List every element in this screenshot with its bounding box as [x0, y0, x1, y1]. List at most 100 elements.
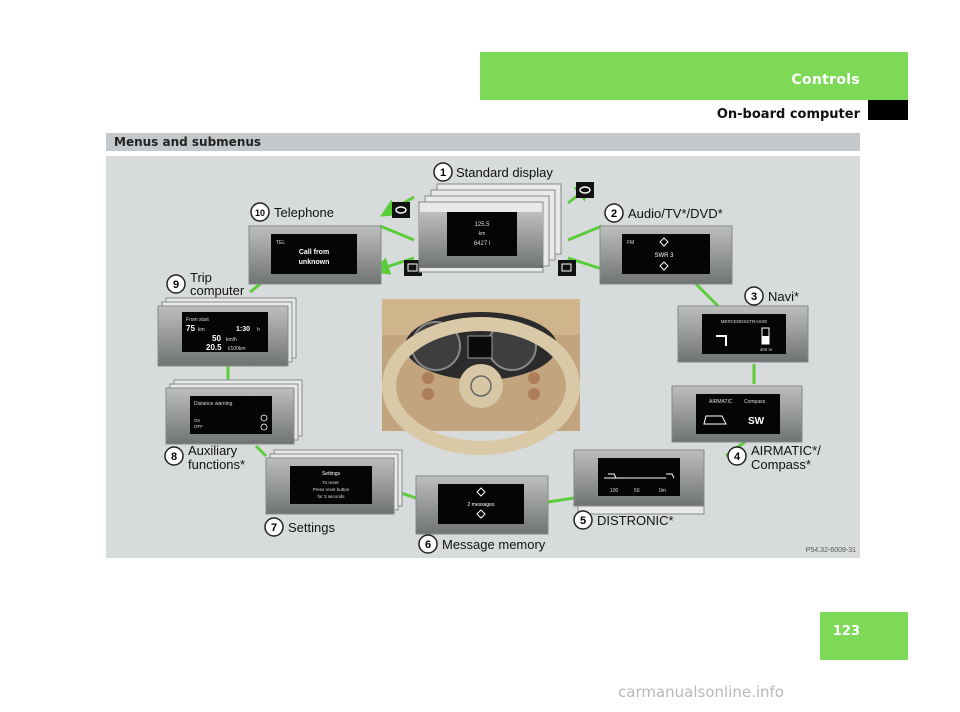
message-screen-text: 2 messages: [468, 502, 495, 508]
steering-control-button: [422, 388, 434, 400]
figure-code: P54.32-6009-31: [806, 547, 856, 554]
svg-text:DISTRONIC*: DISTRONIC*: [597, 513, 674, 528]
steering-wheel-photo: [382, 299, 580, 455]
telephone-screen-tag: TEL: [276, 240, 285, 246]
svg-text:Telephone: Telephone: [274, 205, 334, 220]
auxiliary-screen-on: On: [194, 418, 201, 423]
svg-text:functions*: functions*: [188, 457, 245, 472]
svg-text:Compass*: Compass*: [751, 457, 811, 472]
header-section-label: Controls: [791, 72, 860, 88]
menu-labels: 1 Standard display 2 Audio/TV*/DVD* 3 Na…: [164, 162, 821, 554]
page-number-box: 123: [820, 612, 908, 660]
distronic-tick-2: 0m: [659, 488, 666, 494]
up-arrow-icon: [476, 487, 486, 497]
down-arrow-icon: [476, 509, 486, 519]
settings-screen-line1: To reset:: [322, 480, 339, 485]
settings-screen-title: Settings: [322, 471, 341, 477]
standard-screen-line1: 125.5: [474, 222, 490, 228]
minus-icon: [260, 423, 268, 431]
distronic-cluster: 100 50 0m: [573, 449, 705, 515]
page-number: 123: [832, 624, 860, 639]
menu-label-2: 2 Audio/TV*/DVD*: [604, 203, 723, 223]
airmatic-screen-heading: SW: [748, 416, 765, 427]
svg-text:7: 7: [271, 522, 277, 534]
menu-label-10: 10 Telephone: [250, 202, 334, 222]
settings-screen-line2: Press reset button: [313, 487, 350, 492]
mercedes-star-icon: [470, 375, 492, 397]
svg-text:Auxiliary: Auxiliary: [188, 443, 238, 458]
navi-screen-street: MERCEDESSTRASSE: [721, 319, 768, 324]
svg-text:4: 4: [734, 451, 741, 463]
trip-screen-time: 1:30: [236, 326, 250, 333]
trip-screen-distance: 75: [186, 324, 195, 333]
airmatic-screen-right: Compass: [744, 399, 766, 405]
turn-left-icon: [716, 335, 727, 346]
svg-text:AIRMATIC*/: AIRMATIC*/: [751, 443, 821, 458]
svg-text:Audio/TV*/DVD*: Audio/TV*/DVD*: [628, 206, 723, 221]
audio-screen-station: SWR 3: [654, 253, 674, 259]
section-title: Menus and submenus: [114, 135, 262, 149]
svg-text:2: 2: [611, 208, 617, 220]
menu-label-4: 4 AIRMATIC*/ Compass*: [727, 443, 821, 472]
distronic-tick-0: 100: [610, 488, 619, 494]
audio-screen-tag: FM: [627, 240, 634, 246]
svg-text:9: 9: [173, 279, 179, 291]
section-title-bar: Menus and submenus: [106, 133, 860, 151]
telephone-screen-line2: unknown: [299, 259, 330, 266]
navi-screen-distance: 400 m: [760, 347, 773, 352]
watermark: carmanualsonline.info: [618, 683, 784, 701]
svg-text:Trip: Trip: [190, 270, 212, 285]
distronic-tick-1: 50: [634, 488, 640, 494]
header-marker: [868, 100, 908, 120]
menu-label-6: 6 Message memory: [418, 534, 546, 554]
rotate-icon: [576, 182, 594, 198]
trip-screen-consumption: 20.5: [206, 343, 222, 352]
steering-control-button: [422, 372, 434, 384]
svg-text:10: 10: [255, 208, 265, 218]
svg-text:computer: computer: [190, 283, 245, 298]
telephone-screen-line1: Call from: [299, 249, 329, 256]
transition-icons: [392, 182, 594, 276]
auxiliary-cluster: Distance warning On OFF: [165, 379, 303, 445]
audio-cluster: FM SWR 3: [599, 225, 733, 285]
menu-label-7: 7 Settings: [264, 517, 335, 537]
trip-screen-speed: 50: [212, 334, 221, 343]
menu-diagram-figure: 125.5 km 6427 l TEL Call from unknown FM…: [106, 156, 860, 558]
car-icon: [666, 473, 675, 479]
trip-computer-cluster: From start 75 km 1:30 h 50 km/h 20.5 l/1…: [157, 297, 297, 367]
trip-screen-label: From start: [186, 317, 209, 323]
trip-screen-speed-unit: km/h: [226, 337, 237, 343]
down-arrow-icon: [659, 261, 669, 271]
menu-diagram: 125.5 km 6427 l TEL Call from unknown FM…: [106, 156, 860, 558]
header-section-tab: Controls: [480, 52, 908, 100]
menu-label-9: 9 Trip computer: [166, 270, 245, 298]
up-arrow-icon: [659, 237, 669, 247]
steering-control-button: [528, 388, 540, 400]
message-memory-cluster: 2 messages: [415, 475, 549, 535]
settings-cluster: Settings To reset: Press reset button fo…: [265, 449, 403, 515]
menu-label-3: 3 Navi*: [744, 286, 799, 306]
standard-screen-line2: km: [479, 231, 486, 237]
header-subtitle: On-board computer: [716, 107, 860, 122]
menu-label-8: 8 Auxiliary functions*: [164, 443, 245, 472]
standard-display-cluster: 125.5 km 6427 l: [418, 183, 562, 273]
menu-label-1: 1 Standard display: [433, 162, 553, 182]
telephone-cluster: TEL Call from unknown: [248, 225, 382, 285]
auxiliary-screen-off: OFF: [194, 424, 203, 429]
svg-text:6: 6: [425, 539, 431, 551]
trip-screen-distance-unit: km: [198, 327, 205, 333]
rotate-icon: [392, 202, 410, 218]
svg-text:Settings: Settings: [288, 520, 335, 535]
car-icon: [608, 473, 617, 479]
navi-cluster: MERCEDESSTRASSE 400 m: [677, 305, 809, 363]
plus-icon: [260, 414, 268, 422]
steering-control-button: [528, 372, 540, 384]
settings-screen-line3: for 3 seconds: [317, 494, 345, 499]
trip-screen-consumption-unit: l/100km: [228, 346, 246, 352]
auxiliary-screen-title: Distance warning: [194, 401, 233, 407]
svg-text:1: 1: [440, 167, 446, 179]
svg-text:Message memory: Message memory: [442, 537, 546, 552]
svg-text:Navi*: Navi*: [768, 289, 799, 304]
svg-text:Standard display: Standard display: [456, 165, 553, 180]
svg-text:8: 8: [171, 451, 177, 463]
